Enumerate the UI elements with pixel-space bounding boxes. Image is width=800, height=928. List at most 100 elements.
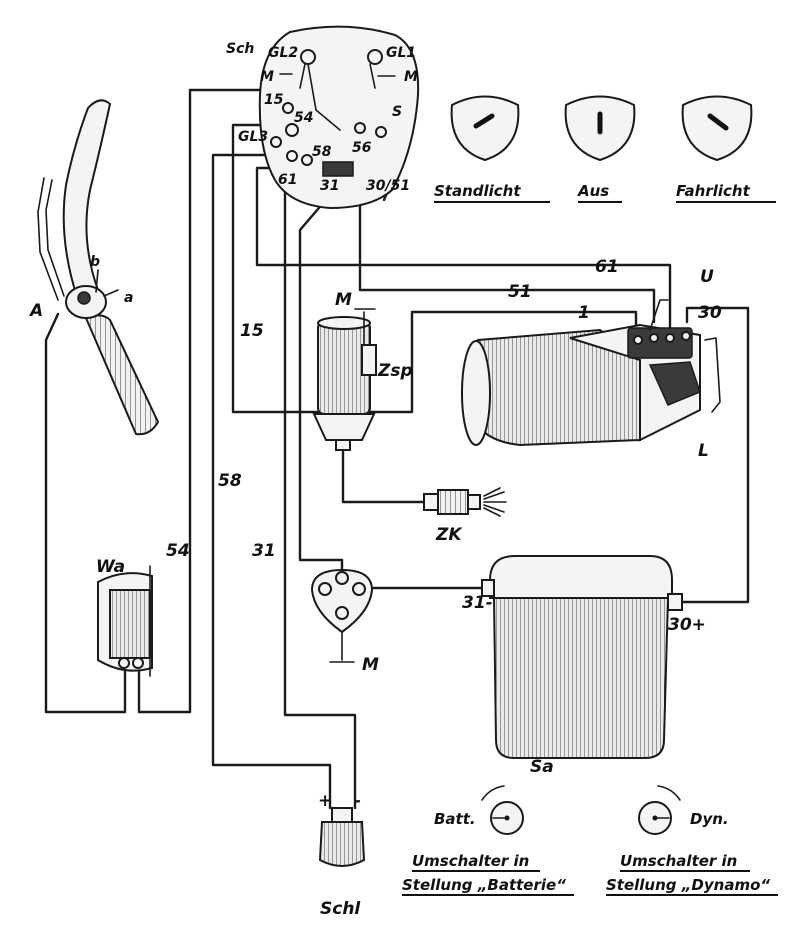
tail-light-body (318, 821, 366, 867)
terminal-s-icon (354, 122, 366, 134)
lamp-positions: Standlicht Aus Fahrlicht (434, 95, 776, 203)
terminal-gl3-icon (270, 136, 282, 148)
switch-contacts (299, 63, 376, 131)
lamp-standlicht-label: Standlicht (434, 182, 521, 200)
gl2-bulb-icon (300, 49, 316, 65)
junction-box: M (310, 568, 379, 675)
spark-plug-label: ZK (435, 525, 463, 545)
switch-dynamo-caption-2: Stellung „Dynamo“ (606, 876, 770, 894)
spark-icon (483, 487, 507, 517)
wire-61 (255, 166, 672, 332)
terminal-s-label: S (392, 104, 402, 120)
switch-dynamo-caption-1: Umschalter in (620, 852, 737, 870)
terminal-54-label: 54 (294, 110, 313, 126)
terminal-15-icon (282, 102, 294, 114)
handlebar-levers (95, 269, 119, 297)
wire-label-15: 15 (240, 321, 264, 341)
junction-terminal-1-icon (318, 582, 332, 596)
dynamo-cutout-icon (648, 361, 701, 406)
wire-15 (231, 123, 322, 414)
spark-plug-cap (423, 493, 439, 511)
dynamo-terminal-51-icon (649, 333, 659, 343)
junction-ground-label: M (362, 655, 379, 675)
tail-light-plus: + (318, 791, 332, 811)
tail-light-minus: - (354, 791, 361, 811)
coil-label: Zsp (377, 361, 413, 381)
terminal-m-right-label: M (404, 69, 418, 85)
handlebar-label-A: A (28, 301, 43, 321)
terminal-58-label: 58 (312, 144, 332, 160)
switch-battery-caption-1: Umschalter in (412, 852, 529, 870)
coil-ground-label: M (335, 290, 352, 310)
dynamo-label: L (698, 441, 709, 461)
wire-58 (211, 153, 332, 810)
battery-lid (489, 555, 673, 599)
handlebar-tube (62, 99, 112, 302)
handlebar-grip (84, 314, 160, 436)
battery-neg-terminal-icon (481, 579, 495, 597)
tail-light: + - Schl (318, 791, 366, 919)
coil-base (312, 413, 376, 441)
lamp-aus: Aus (564, 95, 636, 203)
lamp-fahrlicht: Fahrlicht (676, 95, 776, 203)
horn-coil (109, 589, 151, 659)
wire-horn-left (44, 312, 127, 714)
wire-label-1: 1 (578, 303, 590, 323)
battery: 31- 30+ Sa (462, 555, 706, 777)
wire-30 (678, 306, 750, 604)
terminal-56-icon (375, 126, 387, 138)
wire-label-54: 54 (166, 541, 190, 561)
battery-neg-label: 31- (462, 593, 493, 613)
terminal-gl3-label: GL3 (238, 129, 268, 145)
ignition-coil: M Zsp (312, 290, 413, 451)
handlebar-cables (37, 177, 65, 301)
switch-box-housing (258, 25, 420, 210)
handlebar-switch-knob-icon (77, 291, 91, 305)
terminal-gl1-label: GL1 (386, 45, 416, 61)
wire-label-61: 61 (595, 257, 619, 277)
spark-plug-body (437, 489, 469, 515)
battery-pos-terminal-icon (667, 593, 683, 611)
battery-pos-label: 30+ (668, 615, 706, 635)
coil-ht-terminal (335, 439, 351, 451)
terminal-61a-icon (286, 150, 298, 162)
lamp-standlicht-icon (450, 95, 520, 162)
dynamo: U L (461, 267, 721, 461)
lamp-fahrlicht-label: Fahrlicht (676, 182, 751, 200)
wire-label-51: 51 (508, 282, 532, 302)
wire-54 (137, 88, 270, 714)
switch-rail (322, 161, 354, 177)
handlebar-label-b: b (90, 254, 100, 270)
wire-label-30: 30 (698, 303, 722, 323)
wire-label-58: 58 (218, 471, 242, 491)
switch-battery-label: Batt. (434, 810, 476, 828)
terminal-m-left-label: M (260, 69, 274, 85)
coil-top (317, 316, 371, 330)
lamp-standlicht: Standlicht (434, 95, 550, 203)
wire-1 (358, 310, 638, 414)
terminal-54-icon (285, 123, 299, 137)
wire-label-31: 31 (252, 541, 276, 561)
switch-box: Sch GL2 GL1 M M 15 54 S GL3 58 56 61 31 … (226, 25, 420, 210)
junction-terminal-3-icon (352, 582, 366, 596)
switch-dynamo-label: Dyn. (690, 810, 729, 828)
horn-terminal-2-icon (132, 657, 144, 669)
coil-bracket (361, 344, 377, 376)
tail-light-socket (331, 807, 353, 823)
dynamo-end-cap (461, 340, 491, 446)
switch-position-dynamo: Dyn. Umschalter in Stellung „Dynamo“ (606, 785, 778, 896)
dynamo-spring-icon (704, 337, 721, 413)
lamp-aus-label: Aus (577, 182, 609, 200)
ground-marks (279, 73, 396, 77)
horn-label: Wa (96, 557, 125, 577)
lamp-fahrlicht-icon (681, 95, 753, 162)
horn-terminal-1-icon (118, 657, 130, 669)
switch-dynamo-arrow-icon (657, 785, 681, 801)
junction-terminal-2-icon (335, 571, 349, 585)
terminal-56-label: 56 (352, 140, 372, 156)
wire-ht (341, 446, 427, 504)
dynamo-terminal-61-icon (665, 333, 675, 343)
dynamo-terminal-block (627, 327, 693, 359)
horn: Wa (96, 557, 153, 677)
switch-label: Sch (226, 41, 254, 57)
